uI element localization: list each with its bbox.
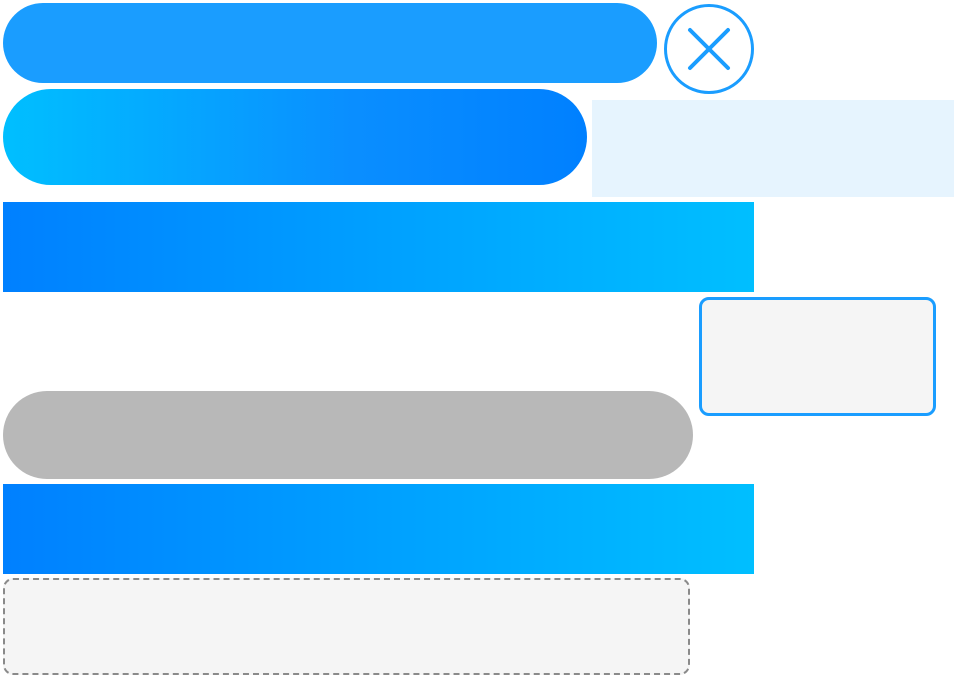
gradient-bar-button-secondary[interactable] (3, 484, 754, 574)
primary-pill-button[interactable] (3, 3, 657, 83)
close-icon (688, 28, 730, 70)
close-button[interactable] (664, 4, 754, 94)
dashed-drop-zone[interactable] (3, 578, 690, 675)
gradient-pill-button[interactable] (3, 89, 587, 185)
highlight-panel (592, 100, 954, 197)
outlined-input-box[interactable] (699, 297, 936, 416)
gradient-bar-button[interactable] (3, 202, 754, 292)
disabled-pill-button (3, 391, 693, 479)
